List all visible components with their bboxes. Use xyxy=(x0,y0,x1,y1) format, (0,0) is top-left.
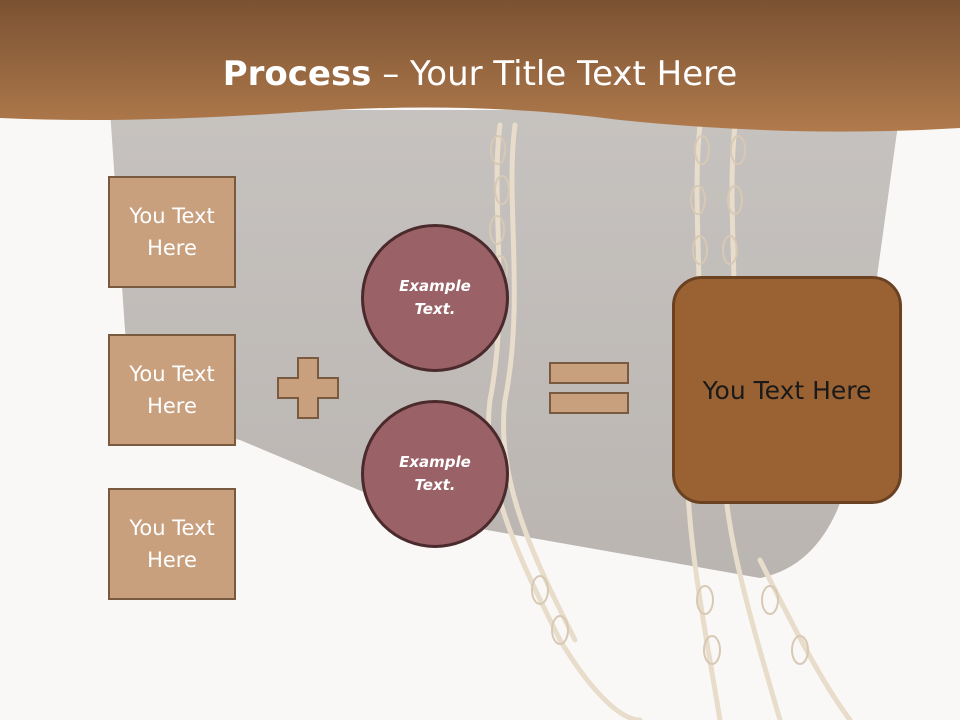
text-box-1[interactable]: You Text Here xyxy=(108,176,236,288)
example-circle-2[interactable]: Example Text. xyxy=(361,400,509,548)
title-bold: Process xyxy=(222,54,372,94)
result-box[interactable]: You Text Here xyxy=(672,276,902,504)
equals-icon xyxy=(549,362,629,414)
page-title: Process – Your Title Text Here xyxy=(0,52,960,96)
chain-links xyxy=(489,135,809,665)
header-band xyxy=(0,0,960,132)
example-circle-1[interactable]: Example Text. xyxy=(361,224,509,372)
text-box-2[interactable]: You Text Here xyxy=(108,334,236,446)
text-box-3[interactable]: You Text Here xyxy=(108,488,236,600)
title-rest: – Your Title Text Here xyxy=(371,54,738,94)
plus-icon xyxy=(277,357,339,419)
